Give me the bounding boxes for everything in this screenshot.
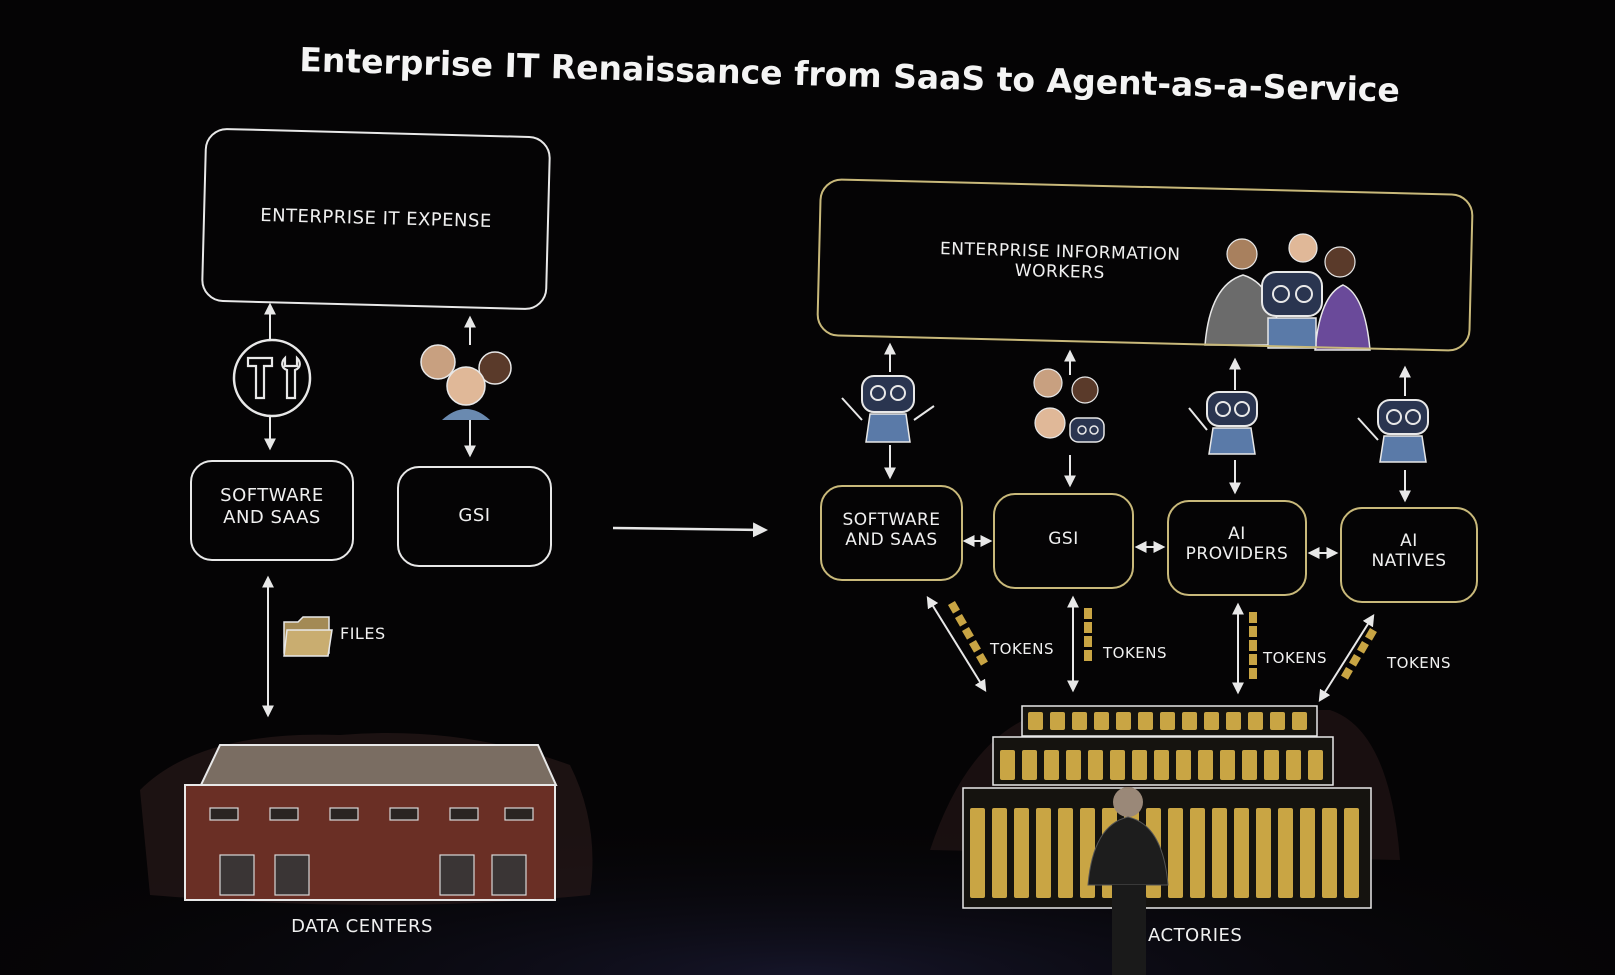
enterprise-information-workers-label: ENTERPRISE INFORMATION WORKERS: [939, 239, 1181, 284]
people-icon: [420, 344, 512, 420]
gsi-label-right: GSI: [1048, 529, 1079, 549]
files-label: FILES: [340, 624, 386, 643]
ai-providers-label: AI PROVIDERS: [1185, 524, 1289, 565]
transition-arrow: [612, 522, 768, 538]
ai-providers-box: [1167, 500, 1307, 596]
people-robot-icon: [1033, 368, 1105, 443]
tokens-label-2: TOKENS: [1103, 644, 1168, 662]
tokens-label-4: TOKENS: [1387, 654, 1452, 672]
gsi-label-left: GSI: [458, 505, 491, 526]
ai-factories-label: ACTORIES: [1148, 925, 1243, 946]
tokens-label-3: TOKENS: [1263, 649, 1328, 667]
software-saas-box-right: [820, 485, 963, 581]
robot-agent-icon-3: [1357, 399, 1429, 463]
robot-agent-icon-2: [1188, 391, 1258, 455]
tools-icon: [232, 338, 312, 418]
ai-factory-racks: [930, 705, 1400, 909]
tokens-label-1: TOKENS: [990, 640, 1055, 658]
software-saas-label-left: SOFTWARE AND SAAS: [220, 485, 324, 528]
gsi-box-right: [993, 493, 1134, 589]
robot-agent-icon-1: [841, 375, 935, 443]
datacenter-building: [140, 733, 593, 905]
workers-robot-icon: [1204, 233, 1371, 351]
gsi-box-left: [397, 466, 552, 567]
data-centers-label: DATA CENTERS: [291, 916, 433, 937]
folder-icon: [283, 616, 333, 657]
ai-natives-box: [1340, 507, 1478, 603]
software-saas-box-left: [190, 460, 354, 561]
software-saas-label-right: SOFTWARE AND SAAS: [842, 510, 941, 551]
ai-natives-label: AI NATIVES: [1371, 531, 1447, 572]
presenter-silhouette: [1087, 787, 1169, 975]
